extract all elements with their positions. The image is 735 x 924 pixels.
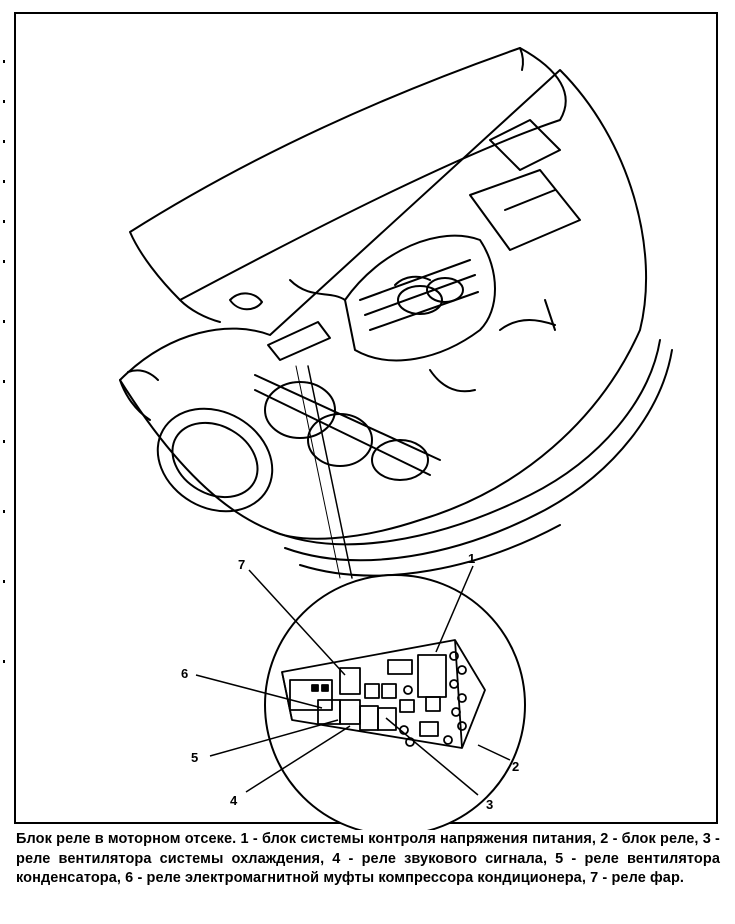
engine-bay-illustration: 1 2 3 4 5 6 7 bbox=[119, 47, 673, 830]
engine-bay-relay-box bbox=[267, 321, 331, 361]
callout-4: 4 bbox=[230, 793, 238, 808]
car-body-outline bbox=[119, 69, 648, 540]
callout-5: 5 bbox=[191, 750, 198, 765]
callout-6: 6 bbox=[181, 666, 188, 681]
relay-7 bbox=[339, 667, 361, 695]
zoom-leader-line bbox=[307, 365, 353, 579]
callout-2: 2 bbox=[512, 759, 519, 774]
callout-1: 1 bbox=[468, 551, 475, 566]
engine-block bbox=[344, 234, 496, 362]
hood bbox=[129, 47, 567, 301]
headlight bbox=[156, 407, 274, 513]
figure-caption: Блок реле в моторном отсеке. 1 - блок си… bbox=[16, 831, 720, 886]
front-bumper bbox=[269, 339, 661, 546]
callout-7: 7 bbox=[238, 557, 245, 572]
callout-3: 3 bbox=[486, 797, 493, 812]
margin-scan-marks bbox=[3, 60, 5, 663]
